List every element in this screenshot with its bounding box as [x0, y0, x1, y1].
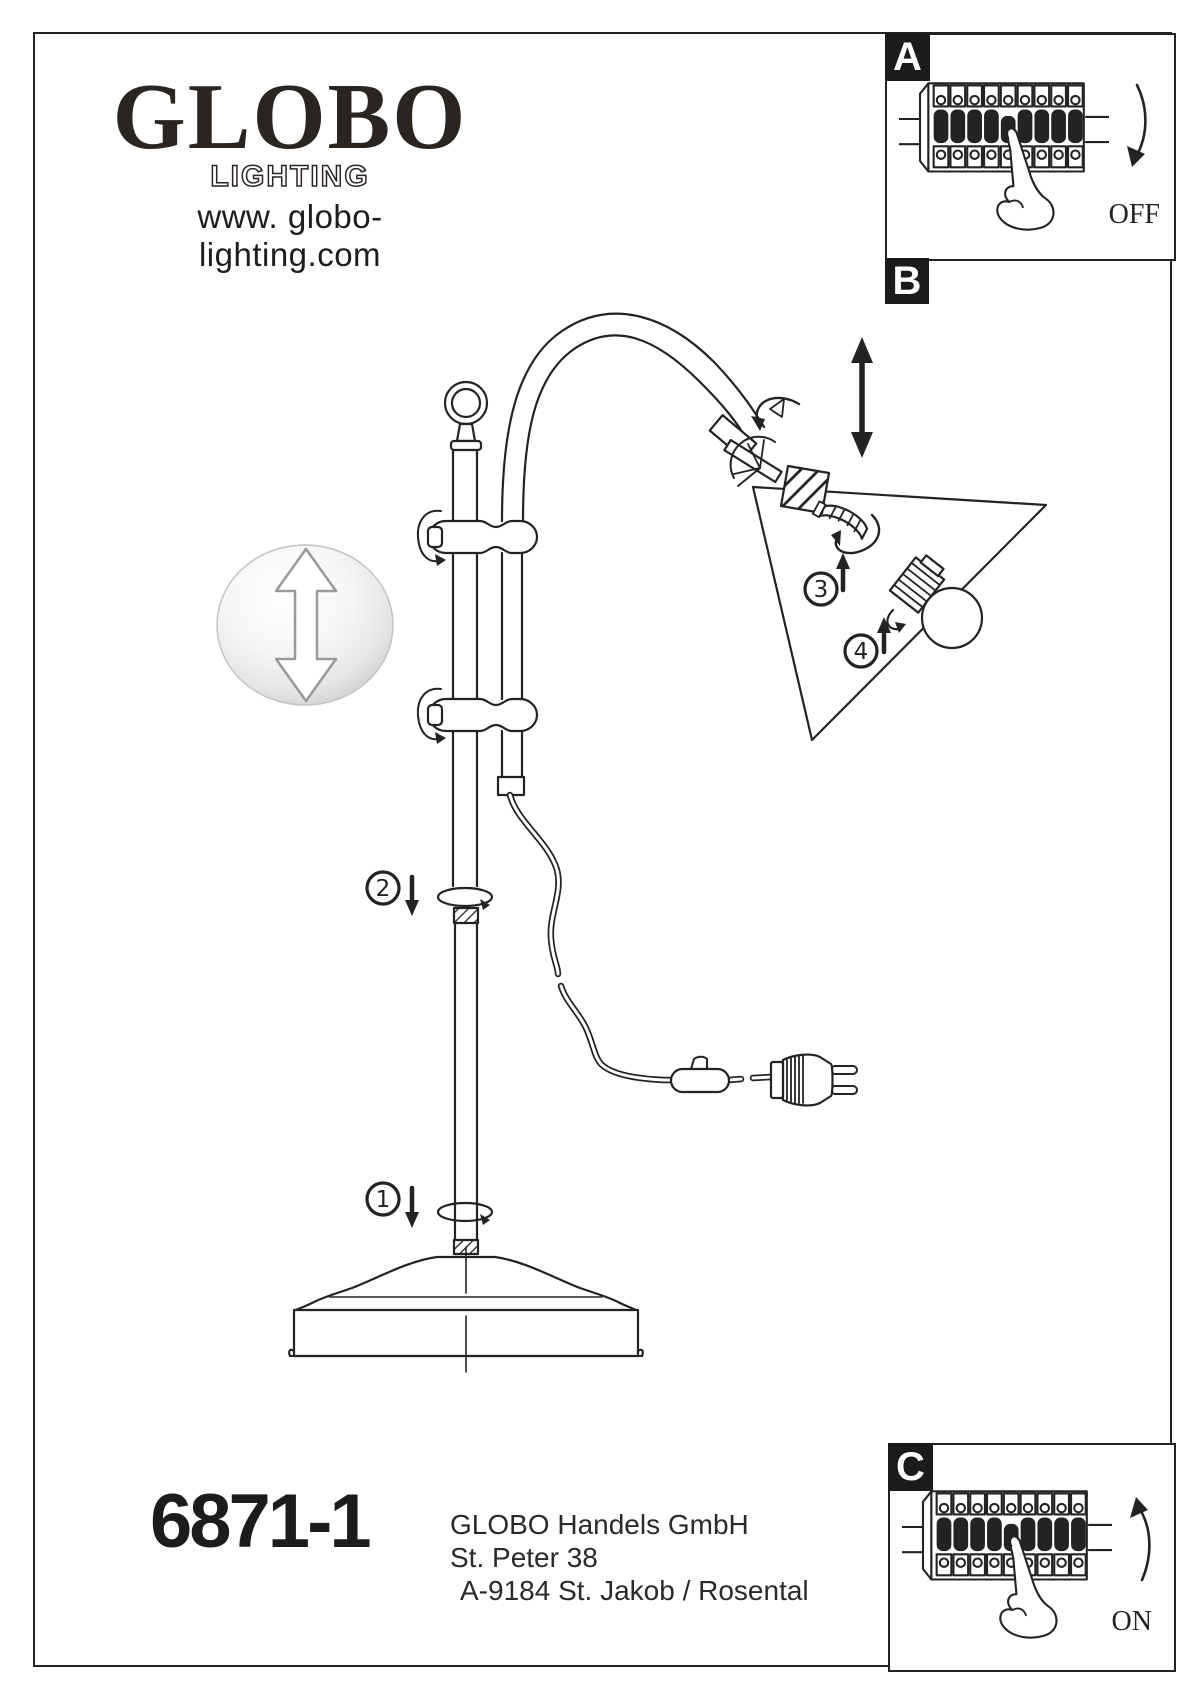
shade-ring[interactable]	[811, 497, 881, 555]
bulb-rotate-arrow	[886, 608, 902, 631]
callout-2-number: 2	[376, 876, 391, 902]
step-a-label: A	[885, 33, 930, 81]
brand-logo: GLOBO	[112, 65, 468, 169]
instruction-box-a: A OFF	[885, 33, 1176, 261]
breaker-off-illustration	[899, 82, 1147, 231]
callout-step-2	[365, 870, 419, 916]
callout-4-number: 4	[854, 639, 869, 665]
callout-step-3	[803, 553, 850, 607]
lamp-socket	[708, 396, 831, 515]
model-number: 6871-1	[150, 1479, 372, 1564]
inline-switch[interactable]	[669, 1055, 731, 1094]
parallel-tubes	[451, 551, 524, 888]
brand-block: GLOBO LIGHTING www. globo-lighting.com	[110, 70, 470, 274]
brand-tagline: LIGHTING	[210, 159, 369, 194]
lamp-pole-upper	[451, 448, 479, 523]
pole-top-ring	[443, 380, 489, 452]
lamp-shade-cone	[751, 485, 1048, 742]
off-direction-arrow	[1127, 83, 1147, 167]
lamp-base	[288, 1246, 644, 1373]
callout-step-1	[365, 1181, 419, 1228]
ring-rotate-arrow	[834, 513, 881, 555]
light-bulb[interactable]	[886, 551, 984, 650]
power-plug[interactable]	[769, 1053, 858, 1107]
callout-step-4	[843, 617, 891, 669]
pole-break-hatch-upper	[452, 906, 480, 925]
instruction-box-c: C ON	[888, 1443, 1176, 1672]
breaker-off-caption: OFF	[1108, 199, 1160, 230]
power-cord	[506, 791, 775, 1084]
clamp-knob-upper[interactable]	[416, 509, 446, 566]
height-adjust-ball	[216, 544, 394, 706]
height-adjust-arrow	[851, 337, 873, 458]
page-border	[33, 32, 1172, 1667]
up-down-arrow-icon	[274, 547, 338, 703]
brand-tagline-text: LIGHTING	[210, 160, 369, 193]
step-b-label: B	[885, 258, 929, 304]
callout-3-number: 3	[814, 577, 829, 603]
breaker-on-caption: ON	[1111, 1606, 1152, 1637]
pole-rotate-ring-lower	[436, 1201, 494, 1225]
lamp-pole-lower	[453, 921, 479, 1242]
socket-rotate-arrow	[755, 396, 801, 423]
breaker-on-illustration	[902, 1490, 1151, 1639]
clamp-knob-lower[interactable]	[416, 687, 448, 746]
manufacturer-address: GLOBO Handels GmbH St. Peter 38 A-9184 S…	[450, 1508, 809, 1607]
manufacturer-street: St. Peter 38	[450, 1542, 598, 1573]
pole-rotate-ring-upper	[436, 886, 494, 910]
clamp-lower[interactable]	[427, 697, 539, 733]
callout-1-number: 1	[376, 1187, 391, 1213]
on-direction-arrow	[1130, 1497, 1151, 1582]
step-c-label: C	[888, 1443, 933, 1491]
manufacturer-city: A-9184 St. Jakob / Rosental	[460, 1575, 809, 1606]
manufacturer-name: GLOBO Handels GmbH	[450, 1509, 749, 1540]
gooseneck-arm	[500, 312, 766, 523]
clamp-upper[interactable]	[427, 519, 539, 555]
brand-website: www. globo-lighting.com	[197, 198, 383, 273]
